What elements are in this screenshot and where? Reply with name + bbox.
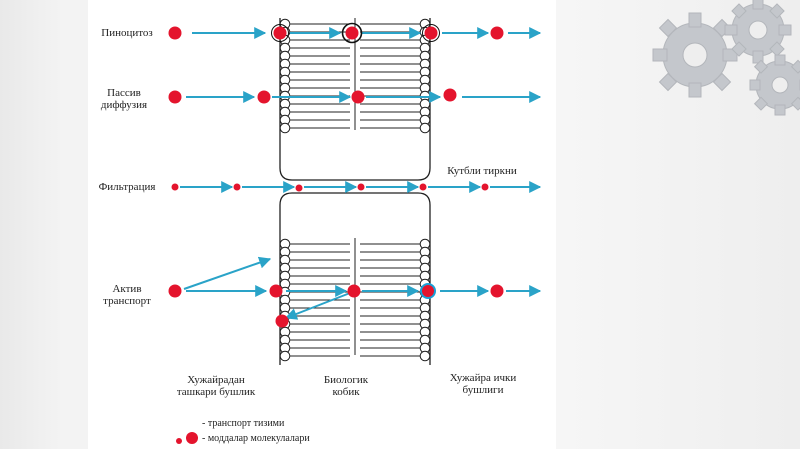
gear-icon — [749, 54, 800, 116]
molecule — [273, 26, 287, 40]
slide-panel — [88, 0, 556, 449]
label-tissue: Кутбли тиркни — [447, 165, 517, 177]
label-active-line2: транспорт — [103, 295, 151, 307]
legend-carrier-icon — [181, 417, 188, 431]
lipid-head — [279, 122, 291, 134]
molecule — [419, 183, 427, 191]
lipid-head — [419, 350, 431, 362]
label-outside-line2: ташкари бушлик — [176, 386, 256, 398]
legend-molecules-label: - моддалар молекулалари — [202, 433, 310, 444]
transport-carrier-icon — [267, 312, 276, 330]
lipid-head — [279, 350, 291, 362]
molecule — [481, 183, 489, 191]
legend-molecule-small-icon — [176, 438, 182, 444]
label-passive-line1: Пассив — [107, 87, 141, 99]
arrow — [284, 292, 351, 320]
lipid-head — [419, 122, 431, 134]
molecule — [357, 183, 365, 191]
molecule — [422, 285, 434, 297]
label-extracellular-space: Хужайрадан ташкари бушлик — [168, 374, 264, 398]
label-membrane-line1: Биологик — [323, 374, 369, 386]
label-active-line1: Актив — [112, 283, 142, 295]
label-biological-membrane: Биологик кобик — [310, 374, 382, 398]
label-inside-line2: бушлиги — [462, 384, 504, 396]
molecule — [171, 183, 179, 191]
molecule — [168, 26, 182, 40]
membrane-lower — [279, 192, 431, 365]
molecule — [424, 26, 438, 40]
molecule — [347, 284, 361, 298]
molecule — [345, 26, 359, 40]
label-membrane-line2: кобик — [332, 386, 360, 398]
phospholipid-rows-upper — [279, 18, 431, 134]
gear-icon — [652, 12, 738, 98]
label-active-transport: Актив транспорт — [96, 283, 158, 307]
molecule — [351, 90, 365, 104]
label-passive-line2: диффузия — [100, 99, 148, 111]
molecule — [275, 314, 289, 328]
vesicle-ring — [422, 24, 440, 42]
gears-decoration — [652, 0, 800, 116]
molecule — [233, 183, 241, 191]
vesicle-ring — [271, 24, 289, 42]
molecule — [443, 88, 457, 102]
molecule — [295, 184, 303, 192]
label-pinocytosis: Пиноцитоз — [101, 27, 153, 39]
legend-transport-label: - транспорт тизими — [202, 418, 285, 429]
arrow — [183, 256, 272, 290]
label-intracellular-space: Хужайра ички бушлиги — [440, 372, 526, 396]
molecule — [168, 90, 182, 104]
label-inside-line1: Хужайра ички — [449, 372, 517, 384]
molecule — [269, 284, 283, 298]
label-passive-diffusion: Пассив диффузия — [92, 87, 156, 111]
molecule — [490, 284, 504, 298]
label-outside-line1: Хужайрадан — [187, 374, 245, 386]
label-filtration: Фильтрация — [98, 181, 156, 193]
molecule — [168, 284, 182, 298]
molecule — [490, 26, 504, 40]
molecule — [257, 90, 271, 104]
legend-molecule-icon — [186, 432, 198, 444]
vesicle-ring — [341, 22, 363, 44]
